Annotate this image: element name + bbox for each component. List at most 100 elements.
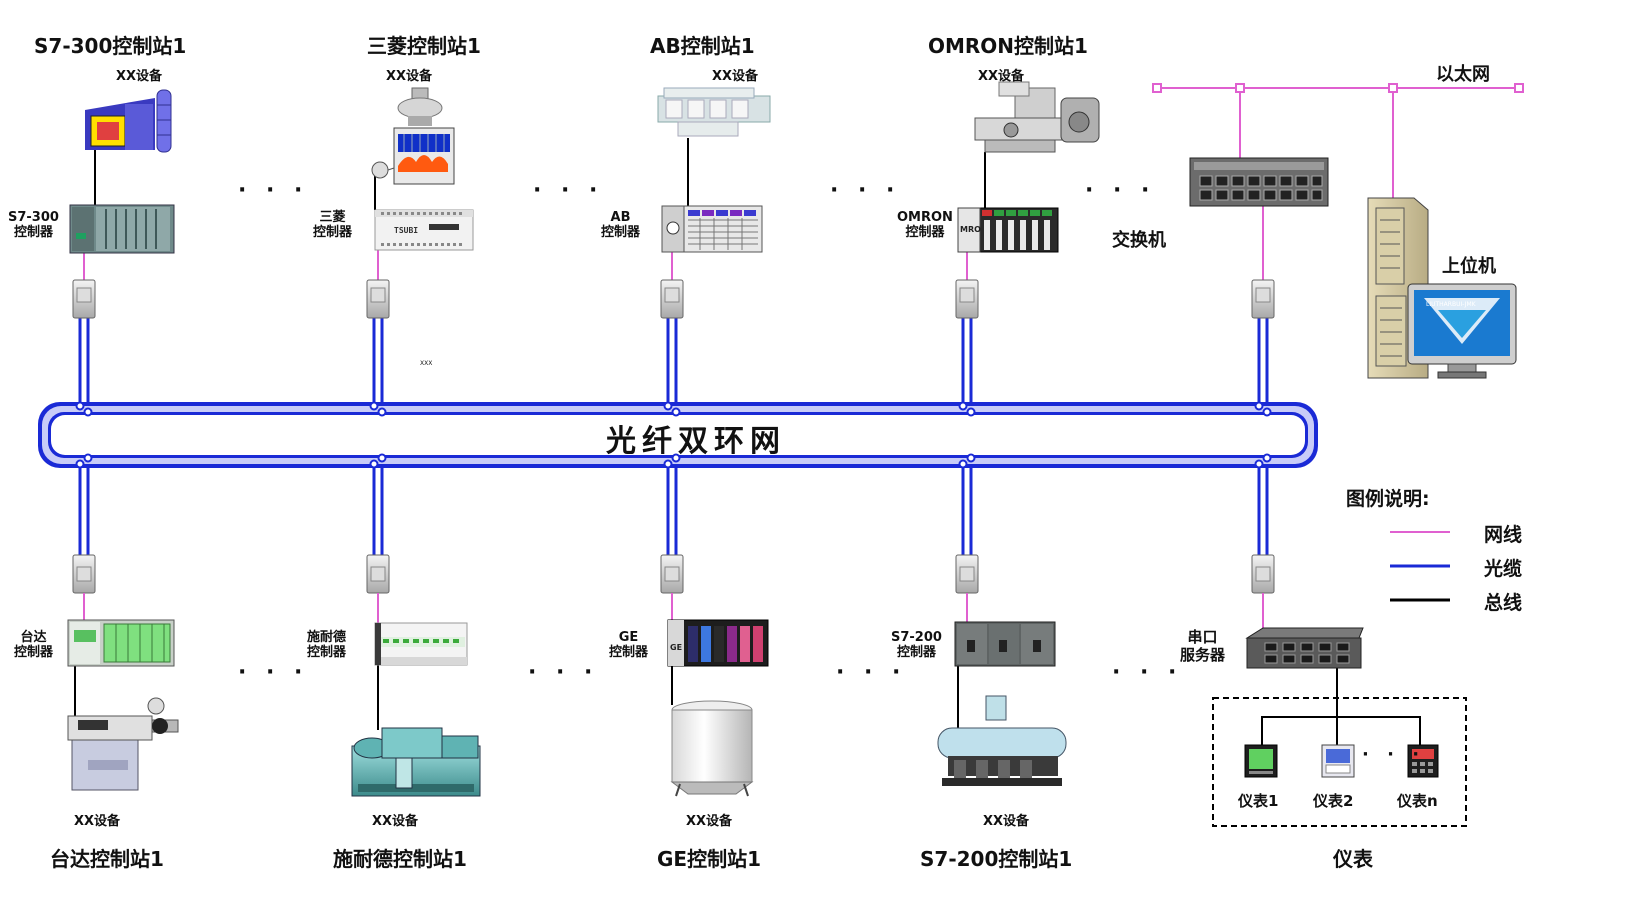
station-title-instruments: 仪表 <box>1333 847 1373 871</box>
switch-icon <box>1189 157 1329 207</box>
controller-word: 控制器 <box>601 225 641 240</box>
station-title-schneider: 施耐德控制站1 <box>333 847 467 871</box>
bottom-ethernet-drops <box>83 593 1264 628</box>
ellipsis-bottom-2: · · · <box>528 660 599 685</box>
mitsubishi-device-icon <box>371 87 455 185</box>
omron-plc-label: MRO <box>960 225 981 234</box>
controller-model: 施耐德 <box>307 630 347 645</box>
s7-200-controller-icon <box>954 621 1056 667</box>
legend-bus-label: 总线 <box>1484 592 1523 614</box>
delta-controller-icon <box>67 619 175 667</box>
ellipsis-bottom-1: · · · <box>238 660 309 685</box>
device-label-s7-200: XX设备 <box>983 814 1030 829</box>
legend-fiber-label: 光缆 <box>1484 558 1523 580</box>
legend-title: 图例说明: <box>1346 488 1430 510</box>
controller-label-serial-server: 串口服务器 <box>1180 628 1225 664</box>
top-transceivers <box>72 279 1275 319</box>
s7-300-device-icon <box>85 89 172 153</box>
controller-label-schneider: 施耐德控制器 <box>307 630 346 660</box>
ethernet-label: 以太网 <box>1436 64 1490 85</box>
station-title-mitsubishi: 三菱控制站1 <box>367 34 481 58</box>
ge-controller-icon <box>667 619 769 667</box>
host-label: 上位机 <box>1442 256 1496 277</box>
controller-model: OMRON <box>897 210 953 225</box>
controller-word: 控制器 <box>13 225 53 240</box>
controller-word: 控制器 <box>609 645 649 660</box>
ellipsis-top-2: · · · <box>533 178 604 203</box>
fiber-ring <box>38 401 1318 469</box>
controller-label-mitsubishi: 三菱控制器 <box>313 210 352 240</box>
device-label-s7-300: XX设备 <box>116 69 163 84</box>
instrument-2-icon <box>1321 744 1355 778</box>
controller-model: 台达 <box>20 630 47 645</box>
s7-300-controller-icon <box>69 204 175 254</box>
delta-device-icon <box>67 697 179 791</box>
device-label-delta: XX设备 <box>74 814 121 829</box>
ellipsis-bottom-3: · · · <box>836 660 907 685</box>
instrument-n-label: 仪表n <box>1397 792 1438 810</box>
ethernet-bus <box>1152 83 1524 283</box>
omron-device-icon <box>974 81 1100 153</box>
mitsubishi-plc-label: TSUBI <box>394 226 418 235</box>
controller-word: 控制器 <box>905 225 945 240</box>
top-ethernet-drops <box>83 248 968 280</box>
controller-model: AB <box>610 210 631 225</box>
ellipsis-instruments: · · · <box>1362 744 1426 765</box>
bottom-fiber-drops <box>78 456 1269 556</box>
station-title-omron: OMRON控制站1 <box>928 34 1088 58</box>
bottom-bus-lines <box>74 665 1421 745</box>
s7-200-device-icon <box>937 695 1067 786</box>
instrument-2-label: 仪表2 <box>1313 792 1354 810</box>
station-title-ge: GE控制站1 <box>657 847 761 871</box>
ge-plc-label: GE <box>670 643 682 652</box>
device-label-ab: XX设备 <box>712 69 759 84</box>
controller-label-delta: 台达控制器 <box>14 630 53 660</box>
ring-label: 光纤双环网 <box>606 424 786 459</box>
host-screen-text: LIUTHARBUI-JMK <box>1426 301 1476 308</box>
mitsubishi-controller-icon <box>374 209 474 251</box>
ellipsis-top-1: · · · <box>238 178 309 203</box>
serial-server-icon <box>1245 627 1364 669</box>
ellipsis-top-4: · · · <box>1085 178 1156 203</box>
station-title-delta: 台达控制站1 <box>50 847 164 871</box>
instrument-1-icon <box>1244 744 1278 778</box>
ab-controller-icon <box>661 205 763 253</box>
schneider-controller-icon <box>374 622 468 666</box>
station-title-s7-200: S7-200控制站1 <box>920 847 1073 871</box>
ellipsis-top-3: · · · <box>830 178 901 203</box>
serial-label-line1: 串口 <box>1187 628 1218 646</box>
schneider-device-icon <box>351 727 481 797</box>
ge-device-icon <box>670 700 754 797</box>
instrument-1-label: 仪表1 <box>1238 792 1279 810</box>
device-label-ge: XX设备 <box>686 814 733 829</box>
tiny-label: XXX <box>420 360 433 367</box>
controller-model: GE <box>618 630 639 645</box>
controller-model: S7-200 <box>891 630 942 645</box>
switch-label: 交换机 <box>1112 230 1166 251</box>
bottom-transceivers <box>72 554 1275 594</box>
station-title-s7-300: S7-300控制站1 <box>34 34 187 58</box>
instrument-n-icon <box>1407 744 1439 778</box>
omron-controller-icon <box>957 207 1059 253</box>
top-fiber-drops <box>78 316 1269 410</box>
controller-word: 控制器 <box>896 645 936 660</box>
device-label-schneider: XX设备 <box>372 814 419 829</box>
station-title-ab: AB控制站1 <box>650 34 755 58</box>
device-label-mitsubishi: XX设备 <box>386 69 433 84</box>
controller-model: S7-300 <box>8 210 59 225</box>
ab-device-icon <box>657 87 771 137</box>
legend-swatches <box>1390 531 1450 602</box>
controller-word: 控制器 <box>307 645 347 660</box>
ellipsis-bottom-4: · · · <box>1112 660 1183 685</box>
controller-model: 三菱 <box>319 210 346 225</box>
device-label-omron: XX设备 <box>978 69 1025 84</box>
legend-ethernet-label: 网线 <box>1484 524 1523 546</box>
serial-label-line2: 服务器 <box>1180 646 1226 664</box>
